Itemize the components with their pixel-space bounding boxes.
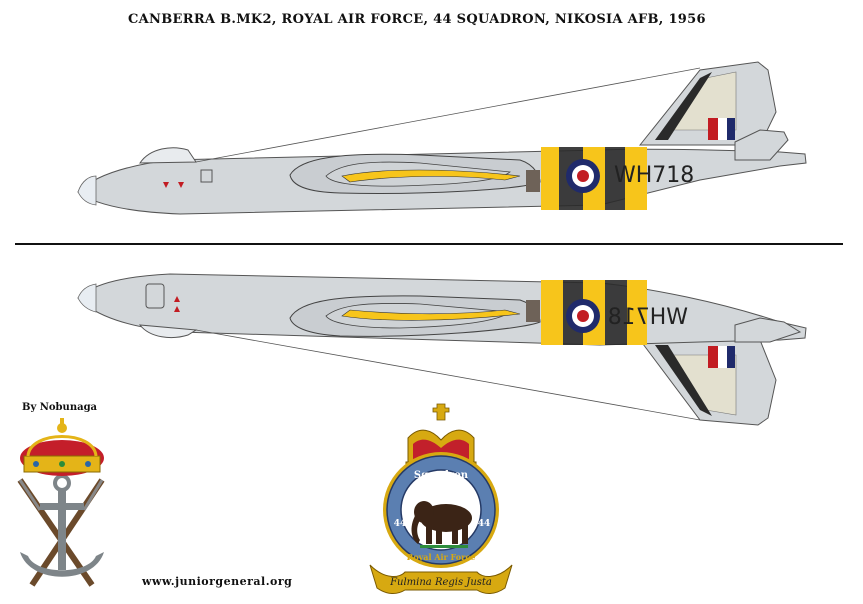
page-title: Canberra B.Mk2, Royal Air Force, 44 Squa…	[128, 12, 706, 27]
crown-anchor-emblem	[17, 418, 105, 587]
badge-service-label: Royal Air Force	[407, 552, 476, 562]
badge-motto: Fulmina Regis Justa	[389, 577, 492, 588]
badge-unit-label: Squadron	[414, 470, 469, 481]
divider-line	[15, 243, 843, 245]
squadron-badge	[369, 403, 513, 594]
badge-number-left: 44	[394, 519, 407, 529]
aircraft-profile-top	[77, 61, 807, 215]
website-credit: www.juniorgeneral.org	[142, 575, 293, 588]
aircraft-profile-bottom	[77, 273, 807, 426]
serial-bottom-mirrored: WH718	[608, 305, 688, 330]
serial-top: WH718	[614, 163, 694, 188]
badge-number-right: 44	[478, 519, 491, 529]
author-credit: By Nobunaga	[22, 402, 98, 413]
